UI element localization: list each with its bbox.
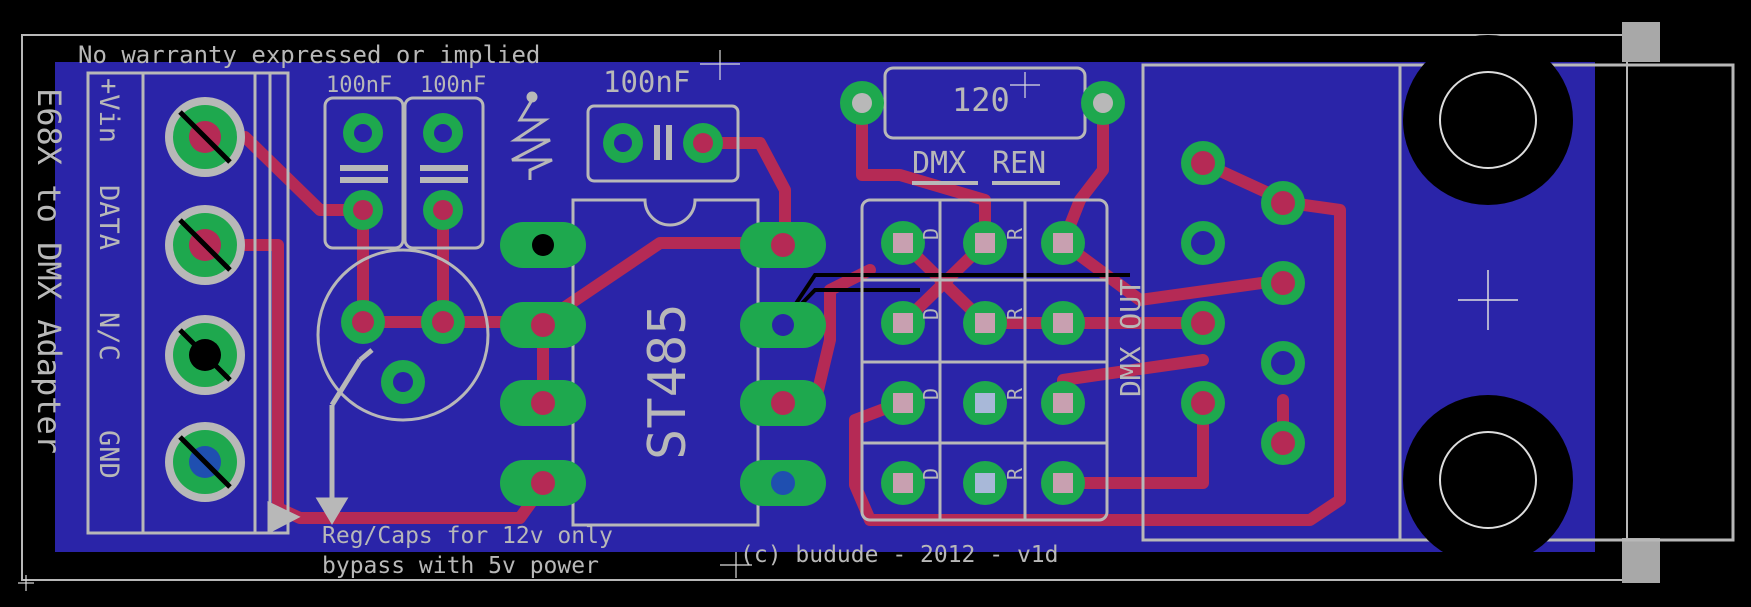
tree-logo (510, 91, 553, 180)
dmx-out-label: DMX OUT (1114, 279, 1147, 397)
mounting-hole-bottom (1403, 395, 1573, 565)
header-pads (881, 221, 1085, 505)
header-pad (1041, 461, 1085, 505)
board-title: E68X to DMX Adapter (30, 88, 68, 454)
ic-pad (500, 302, 586, 348)
mounting-holes (1403, 35, 1573, 565)
pad (421, 300, 465, 344)
header-label-d: D (919, 308, 943, 320)
ic-pad (740, 380, 826, 426)
terminal-screw-gnd (165, 422, 245, 502)
pad (1181, 381, 1225, 425)
header-label-d: D (919, 468, 943, 480)
terminal-screw-nc (165, 315, 245, 395)
header-pin-labels: D R D R D R D R (919, 227, 1027, 480)
ic-pad (500, 222, 586, 268)
pad (1261, 421, 1305, 465)
header-pad (1041, 381, 1085, 425)
terminal-label-data: DATA (93, 185, 124, 250)
cap1-label: 100nF (326, 73, 392, 98)
pad (603, 123, 643, 163)
pad (683, 123, 723, 163)
terminal-screw-data (165, 205, 245, 285)
connector-tab-top (1622, 22, 1660, 62)
board-outline (21, 34, 1628, 581)
pad (423, 113, 463, 153)
cap3-label: 100nF (603, 65, 690, 99)
pad (1081, 81, 1125, 125)
crosshair-marks (18, 50, 1040, 591)
header-pad (1041, 301, 1085, 345)
header-label-r: R (1003, 387, 1027, 400)
terminal-label-gnd: GND (93, 430, 124, 479)
resistor-label: 120 (952, 81, 1010, 119)
jumper-dmx-label: DMX (912, 146, 966, 181)
header-pad (963, 301, 1007, 345)
header-label-r: R (1003, 467, 1027, 480)
ic-pad (500, 460, 586, 506)
pad (1181, 221, 1225, 265)
ic-pad (740, 460, 826, 506)
terminal-label-nc: N/C (93, 312, 124, 361)
silkscreen-outlines (86, 63, 1735, 542)
terminal-label-vin: +Vin (93, 78, 124, 143)
header-label-r: R (1003, 227, 1027, 240)
connector-tab-bottom (1622, 538, 1660, 583)
warranty-note: No warranty expressed or implied (78, 41, 540, 69)
terminal-screws (165, 97, 245, 502)
pad (343, 190, 383, 230)
pad (423, 190, 463, 230)
cap2-label: 100nF (420, 73, 486, 98)
regulator-marks (267, 348, 374, 535)
power-note-line2: bypass with 5v power (322, 553, 599, 579)
header-label-d: D (919, 388, 943, 400)
pad (1181, 141, 1225, 185)
ic-pad (740, 222, 826, 268)
pad (1261, 341, 1305, 385)
header-label-r: R (1003, 307, 1027, 320)
power-note-line1: Reg/Caps for 12v only (322, 523, 613, 549)
ic-pad (740, 302, 826, 348)
pad (1181, 301, 1225, 345)
header-pad (881, 221, 925, 265)
header-pad (1041, 221, 1085, 265)
header-pad (881, 301, 925, 345)
mounting-hole-top (1403, 35, 1573, 205)
header-pad (881, 381, 925, 425)
pad (1261, 181, 1305, 225)
capacitor-symbols (340, 125, 672, 183)
pad (341, 300, 385, 344)
jumper-ren-label: REN (992, 146, 1046, 181)
header-label-d: D (919, 228, 943, 240)
ic-pads (500, 222, 826, 506)
header-pad (881, 461, 925, 505)
header-pad (963, 461, 1007, 505)
ic-pad (500, 380, 586, 426)
pad (381, 360, 425, 404)
round-pads (341, 81, 1305, 465)
pad (343, 113, 383, 153)
pad (840, 81, 884, 125)
chip-label: ST485 (638, 303, 698, 460)
terminal-screw-vin (165, 97, 245, 177)
header-pad (963, 381, 1007, 425)
header-pad (963, 221, 1007, 265)
credits: (c) budude - 2012 - v1d (740, 542, 1059, 568)
pad (1261, 261, 1305, 305)
